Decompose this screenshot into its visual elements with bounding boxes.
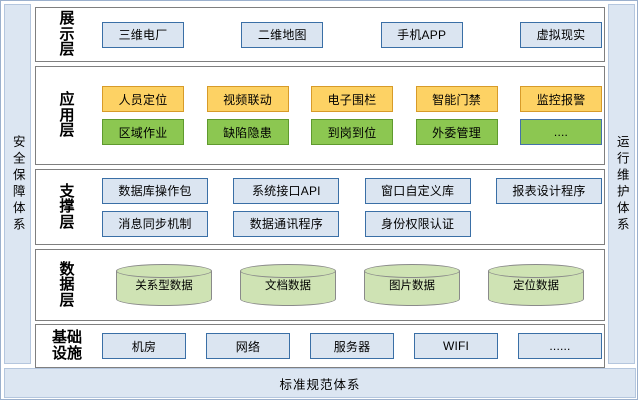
node-label: WIFI xyxy=(442,339,470,353)
node-label: 缺陷隐患 xyxy=(223,125,272,140)
layer-label-text-support: 支 撑 层 xyxy=(59,182,75,231)
database-cylinder-label: 文档数据 xyxy=(265,280,311,292)
node-label: 虚拟现实 xyxy=(536,28,586,42)
layer-panel-application: 应 用 层 人员定位 视频联动 电子围栏 智能门禁 监控报警区域作业 缺陷隐患 到岗到位 外委管… xyxy=(35,66,605,165)
node-label: 区域作业 xyxy=(118,125,168,140)
layer-label-text-infrastructure: 基础 设施 xyxy=(51,329,82,362)
node-application[interactable]: 监控报警 xyxy=(520,86,602,112)
database-cylinder-label: 图片数据 xyxy=(389,280,435,292)
node-label: 身份权限认证 xyxy=(381,217,455,231)
node-label: 智能门禁 xyxy=(432,92,481,107)
layer-body-application: 人员定位 视频联动 电子围栏 智能门禁 监控报警区域作业 缺陷隐患 到岗到位 外委管理.... xyxy=(96,67,608,164)
node-label: 数据通讯程序 xyxy=(249,217,323,231)
node-label: 网络 xyxy=(235,339,261,354)
database-cylinder[interactable]: 关系型数据 xyxy=(116,264,212,306)
node-label: 机房 xyxy=(131,339,157,354)
ops-maintenance-rail: 运行维护体系 xyxy=(608,4,635,364)
node-label: 监控报警 xyxy=(536,92,586,107)
node-label: 电子围栏 xyxy=(327,92,377,107)
node-application[interactable]: 电子围栏 xyxy=(311,86,393,112)
cylinder-top-ellipse xyxy=(364,264,460,278)
node-support[interactable]: 数据通讯程序 xyxy=(233,210,340,237)
layer-label-support: 支 撑 层 xyxy=(36,170,96,244)
node-label: 服务器 xyxy=(333,339,371,354)
database-cylinder[interactable]: 图片数据 xyxy=(364,264,460,306)
layer-label-text-application: 应 用 层 xyxy=(59,91,75,140)
node-support[interactable]: 身份权限认证 xyxy=(364,210,471,237)
node-application[interactable]: 智能门禁 xyxy=(415,86,498,112)
node-label: 数据库操作包 xyxy=(118,184,192,198)
standards-band: 标准规范体系 xyxy=(4,368,636,398)
security-assurance-rail: 安全保障体系 xyxy=(4,4,31,364)
node-row: 人员定位 视频联动 电子围栏 智能门禁 监控报警 xyxy=(102,86,602,112)
node-application[interactable]: 外委管理 xyxy=(415,119,498,145)
node-application[interactable]: 人员定位 xyxy=(102,86,184,112)
node-label: 外委管理 xyxy=(432,125,481,140)
node-label: 二维地图 xyxy=(257,28,307,42)
layer-panel-presentation: 展 示 层 三维电厂 二维地图 手机APP 虚拟现实 xyxy=(35,7,605,62)
node-application[interactable]: .... xyxy=(520,119,602,145)
node-infrastructure[interactable]: WIFI xyxy=(414,333,498,359)
layer-body-presentation: 三维电厂 二维地图 手机APP 虚拟现实 xyxy=(96,8,608,61)
database-cylinder-label: 定位数据 xyxy=(513,280,559,292)
node-row: 区域作业 缺陷隐患 到岗到位 外委管理.... xyxy=(102,119,602,145)
node-application[interactable]: 到岗到位 xyxy=(311,119,393,145)
layer-panel-data: 数 据 层 关系型数据 文档数据 图片数据 定位数据 xyxy=(35,249,605,321)
node-label: .... xyxy=(553,125,569,139)
layer-body-data: 关系型数据 文档数据 图片数据 定位数据 xyxy=(96,250,604,320)
node-infrastructure[interactable]: 网络 xyxy=(206,333,290,359)
node-support[interactable]: 系统接口API xyxy=(233,177,340,204)
node-presentation[interactable]: 虚拟现实 xyxy=(519,21,602,48)
node-row: 消息同步机制 数据通讯程序 身份权限认证 xyxy=(102,210,602,237)
node-label: 到岗到位 xyxy=(327,125,377,140)
node-label: 人员定位 xyxy=(118,92,168,107)
database-cylinder[interactable]: 定位数据 xyxy=(488,264,584,306)
standards-band-label: 标准规范体系 xyxy=(279,377,361,392)
node-label: 消息同步机制 xyxy=(118,217,192,231)
node-label: ...... xyxy=(549,339,571,353)
node-application[interactable]: 视频联动 xyxy=(206,86,289,112)
node-label: 手机APP xyxy=(397,28,447,42)
node-row: 三维电厂 二维地图 手机APP 虚拟现实 xyxy=(102,21,602,48)
database-cylinder-label: 关系型数据 xyxy=(135,280,193,292)
node-label: 系统接口API xyxy=(251,184,321,198)
node-label: 三维电厂 xyxy=(118,28,168,42)
layer-body-support: 数据库操作包 系统接口API 窗口自定义库 报表设计程序消息同步机制 数据通讯程序 身份权… xyxy=(96,170,608,244)
layer-panel-support: 支 撑 层 数据库操作包 系统接口API 窗口自定义库 报表设计程序消息同步机制 数据通讯… xyxy=(35,169,605,245)
ops-maintenance-rail-label: 运行维护体系 xyxy=(614,134,629,234)
layer-label-text-data: 数 据 层 xyxy=(59,260,75,309)
cylinder-top-ellipse xyxy=(116,264,212,278)
node-support[interactable]: 消息同步机制 xyxy=(102,210,208,237)
node-infrastructure[interactable]: 机房 xyxy=(102,333,186,359)
cylinder-top-ellipse xyxy=(240,264,336,278)
node-support[interactable]: 窗口自定义库 xyxy=(364,177,471,204)
node-presentation[interactable]: 三维电厂 xyxy=(102,21,184,48)
node-support[interactable]: 数据库操作包 xyxy=(102,177,208,204)
layer-label-data: 数 据 层 xyxy=(36,250,96,320)
node-support[interactable]: 报表设计程序 xyxy=(495,177,602,204)
node-presentation[interactable]: 二维地图 xyxy=(241,21,324,48)
security-assurance-rail-label: 安全保障体系 xyxy=(10,134,25,234)
node-application[interactable]: 缺陷隐患 xyxy=(206,119,289,145)
layer-label-infrastructure: 基础 设施 xyxy=(36,325,96,367)
layer-label-text-presentation: 展 示 层 xyxy=(59,10,75,59)
layer-label-application: 应 用 层 xyxy=(36,67,96,164)
node-infrastructure[interactable]: ...... xyxy=(518,333,602,359)
node-label: 窗口自定义库 xyxy=(381,184,455,198)
cylinder-row: 关系型数据 文档数据 图片数据 定位数据 xyxy=(102,264,598,306)
node-presentation[interactable]: 手机APP xyxy=(380,21,463,48)
node-application[interactable]: 区域作业 xyxy=(102,119,184,145)
node-label: 报表设计程序 xyxy=(512,184,586,198)
node-infrastructure[interactable]: 服务器 xyxy=(310,333,394,359)
layer-stack: 展 示 层 三维电厂 二维地图 手机APP 虚拟现实应 用 层 人员定位 视频联动 电子围栏 智… xyxy=(35,4,605,368)
node-row: 数据库操作包 系统接口API 窗口自定义库 报表设计程序 xyxy=(102,177,602,204)
database-cylinder[interactable]: 文档数据 xyxy=(240,264,336,306)
layer-panel-infrastructure: 基础 设施 机房 网络 服务器 WIFI...... xyxy=(35,324,605,368)
cylinder-top-ellipse xyxy=(488,264,584,278)
layer-label-presentation: 展 示 层 xyxy=(36,8,96,61)
node-label: 视频联动 xyxy=(223,92,272,107)
node-row: 机房 网络 服务器 WIFI...... xyxy=(102,333,602,359)
layer-body-infrastructure: 机房 网络 服务器 WIFI...... xyxy=(96,325,608,367)
